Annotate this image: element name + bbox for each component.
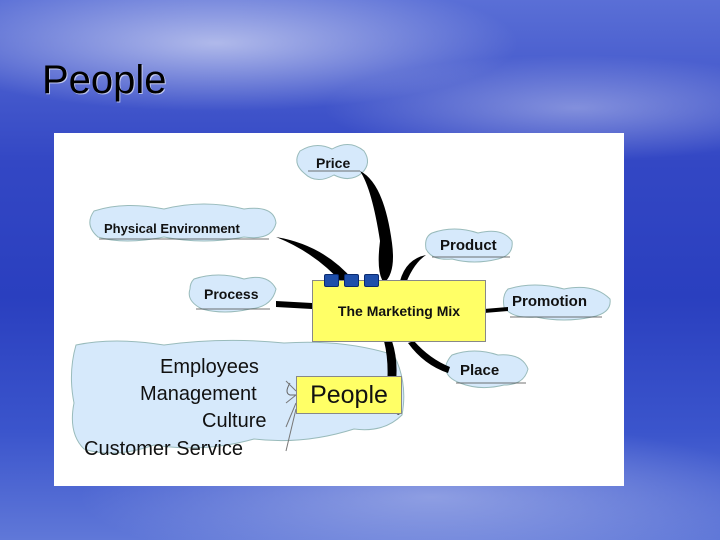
slide-title: People <box>42 58 167 102</box>
process-label: Process <box>204 286 259 302</box>
people-item-employees: Employees <box>160 356 259 378</box>
branch-process <box>276 301 312 309</box>
branch-physical-environment <box>276 237 354 285</box>
branch-promotion <box>484 307 508 313</box>
people-bubble <box>70 339 405 454</box>
physical-environment-label: Physical Environment <box>104 221 240 236</box>
place-label: Place <box>460 362 500 379</box>
center-node-handle <box>344 274 359 287</box>
people-label: People <box>310 380 388 409</box>
place-bubble <box>445 350 529 389</box>
people-item-customer-service: Customer Service <box>84 438 243 460</box>
branch-product <box>400 255 426 283</box>
marketing-mix-diagram: Price Physical Environment Product Proce… <box>54 133 624 486</box>
product-label: Product <box>440 237 497 254</box>
marketing-mix-center-box: The Marketing Mix <box>312 280 486 342</box>
diagram-graphics <box>70 144 611 454</box>
people-item-management: Management <box>140 383 257 405</box>
center-node-handle <box>364 274 379 287</box>
branch-price <box>360 171 393 283</box>
people-highlight-box: People <box>296 376 402 414</box>
center-node-handle <box>324 274 339 287</box>
marketing-mix-label: The Marketing Mix <box>337 303 461 319</box>
people-item-culture: Culture <box>202 410 267 432</box>
promotion-label: Promotion <box>512 293 587 310</box>
branch-place <box>408 341 450 373</box>
product-bubble <box>425 228 513 263</box>
price-label: Price <box>316 155 351 171</box>
